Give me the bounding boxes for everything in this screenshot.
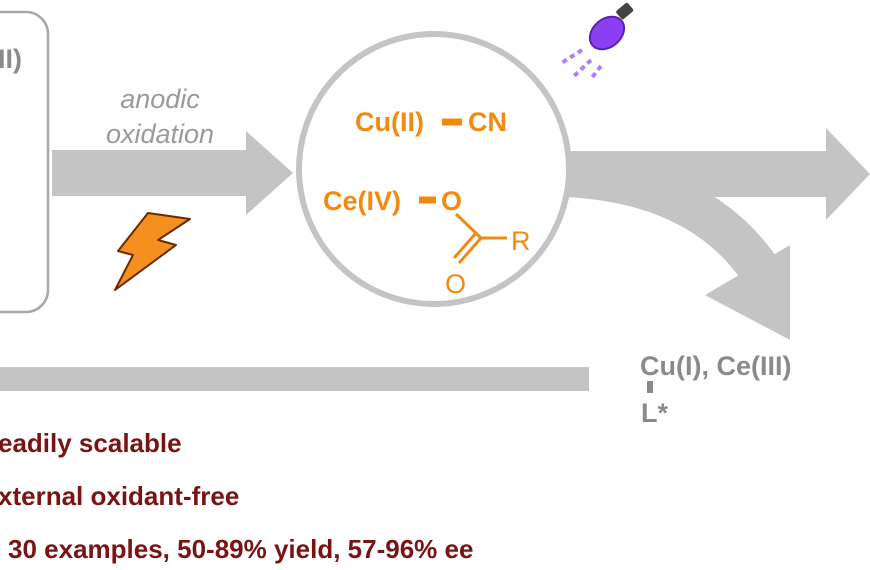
light-bulb-icon — [558, 2, 634, 82]
r-group-label: R — [511, 226, 531, 256]
active-species-circle — [296, 31, 572, 307]
carbonyl-oxygen-label: O — [445, 269, 466, 299]
feature-scope: 30 examples, 50-89% yield, 57-96% ee — [8, 534, 473, 564]
ce-species-label: Ce(IV) — [323, 186, 401, 216]
chiral-ligand-label: L* — [641, 398, 668, 428]
cn-group-label: CN — [468, 107, 507, 137]
oxygen-label: O — [441, 186, 462, 216]
catalyst-box-label: II) — [0, 44, 22, 74]
feature-scalable: eadily scalable — [0, 428, 182, 458]
cu-species-label: Cu(II) — [355, 107, 424, 137]
anodic-arrow-shaft — [52, 150, 250, 196]
catalyst-box — [0, 10, 50, 314]
anodic-arrow-head — [246, 131, 293, 215]
carbonyl-bond-1 — [457, 237, 483, 264]
arrow-label-line1: anodic — [120, 84, 200, 114]
curved-arrow-head — [705, 245, 790, 340]
feature-oxidant-free: xternal oxidant-free — [0, 481, 239, 511]
arrow-label-line2: oxidation — [106, 119, 214, 149]
return-bar — [0, 367, 589, 391]
reduced-metals-label: Cu(I), Ce(III) — [640, 351, 791, 381]
forward-arrow-head — [826, 128, 870, 220]
lightning-bolt-icon — [114, 212, 191, 291]
carbonyl-bond-2 — [452, 232, 478, 259]
curved-arrow-shaft — [563, 155, 778, 283]
